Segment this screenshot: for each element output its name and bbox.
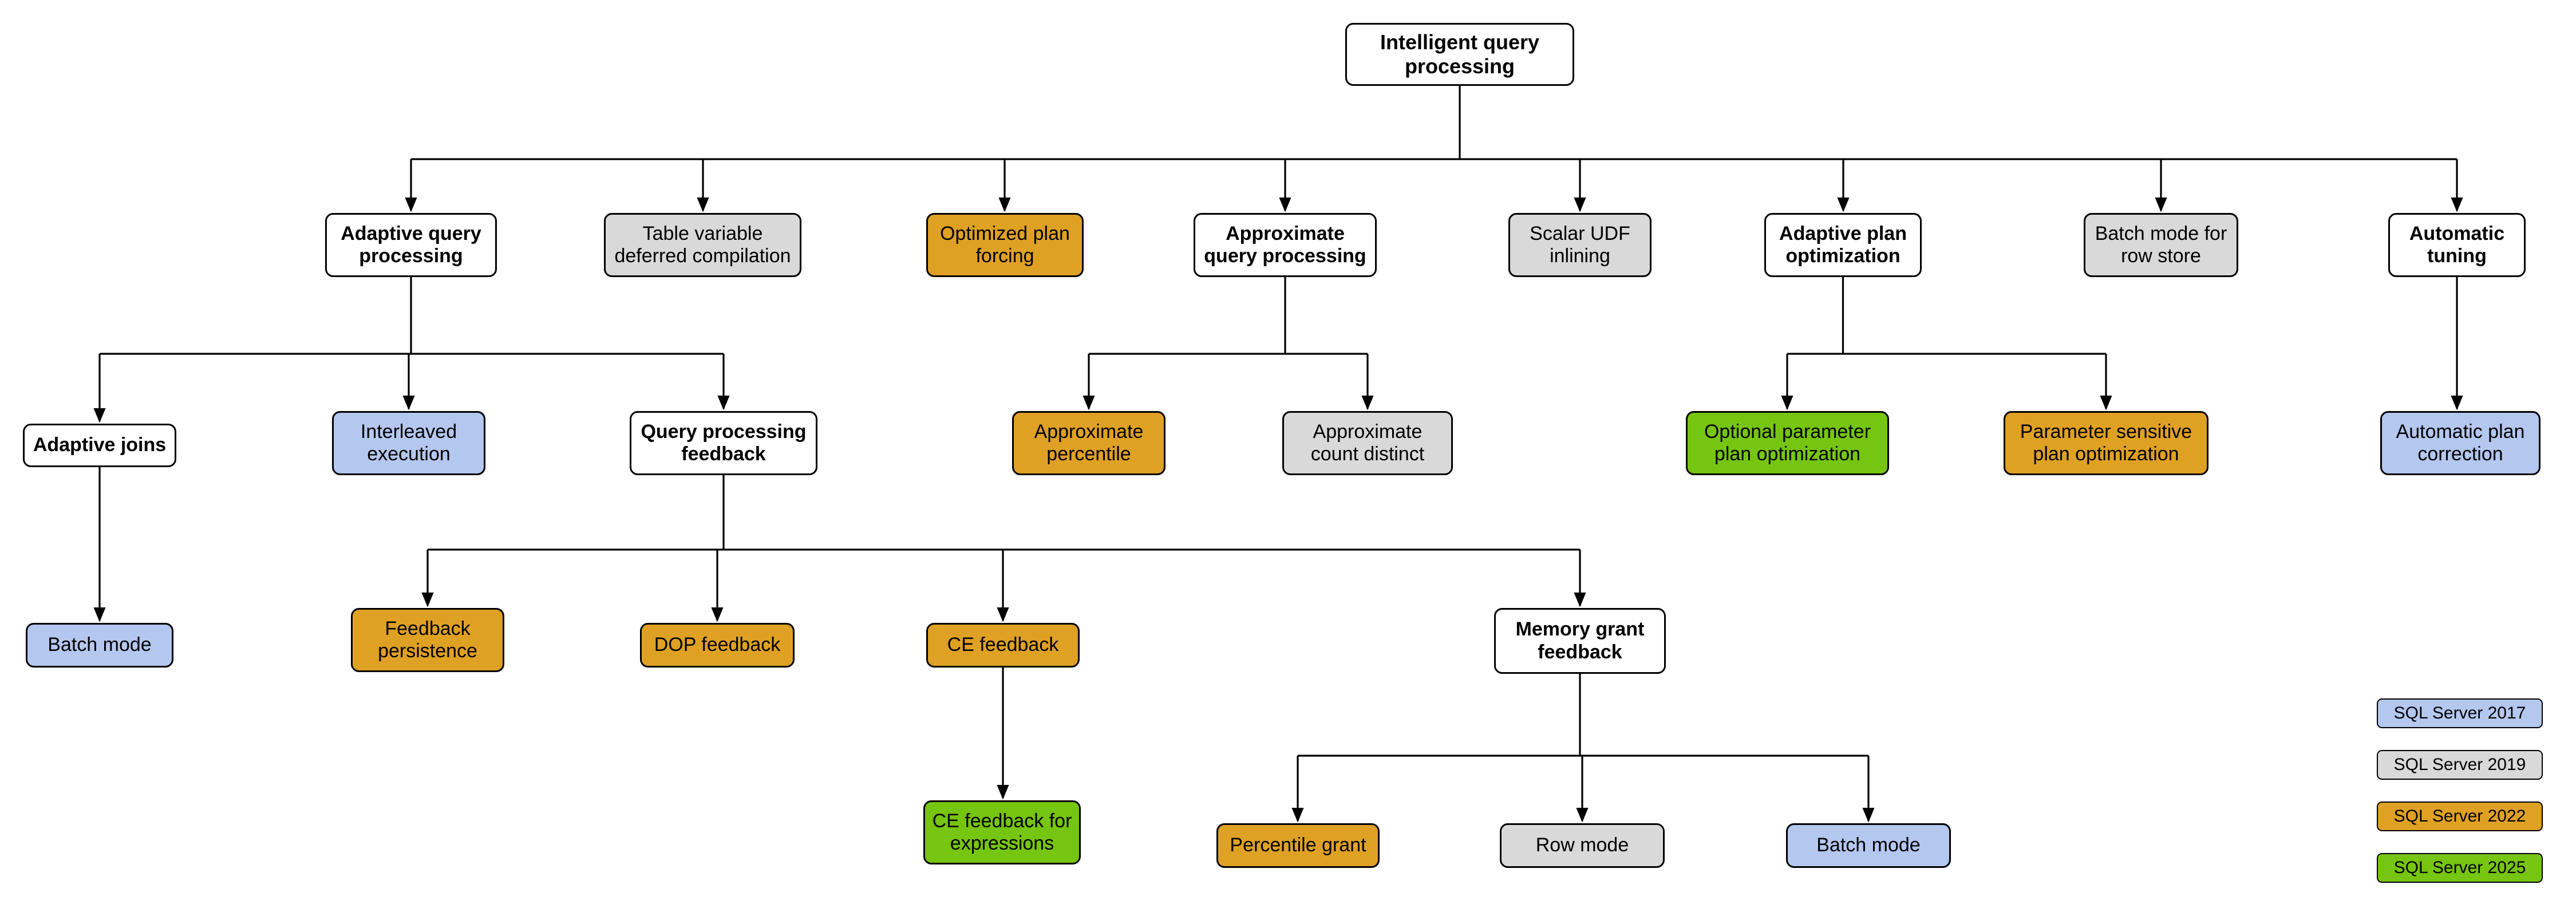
node-autotune[interactable]: Automatic tuning [2388, 213, 2526, 277]
node-rowmode[interactable]: Row mode [1500, 823, 1665, 868]
node-pspo[interactable]: Parameter sensitive plan optimization [2004, 411, 2208, 475]
node-qpf[interactable]: Query processing feedback [630, 411, 817, 475]
node-pctgrant[interactable]: Percentile grant [1216, 823, 1380, 868]
node-dopfb[interactable]: DOP feedback [640, 623, 795, 668]
node-batchmode1[interactable]: Batch mode [26, 623, 173, 668]
node-sudf[interactable]: Scalar UDF inlining [1508, 213, 1652, 277]
node-apc[interactable]: Automatic plan correction [2380, 411, 2541, 475]
node-apo[interactable]: Adaptive plan optimization [1764, 213, 1922, 277]
legend-item-green: SQL Server 2025 [2377, 853, 2543, 883]
legend-item-gray: SQL Server 2019 [2377, 750, 2543, 780]
node-batchmode2[interactable]: Batch mode [1786, 823, 1951, 868]
legend-item-blue: SQL Server 2017 [2377, 698, 2543, 728]
node-opf[interactable]: Optimized plan forcing [926, 213, 1084, 277]
node-fbpersist[interactable]: Feedback persistence [351, 608, 504, 672]
node-cefbexpr[interactable]: CE feedback for expressions [923, 800, 1081, 864]
node-tvdc[interactable]: Table variable deferred compilation [604, 213, 801, 277]
node-oppo[interactable]: Optional parameter plan optimization [1686, 411, 1889, 475]
node-adaptjoins[interactable]: Adaptive joins [23, 424, 176, 467]
node-acd[interactable]: Approximate count distinct [1282, 411, 1453, 475]
node-aqpx[interactable]: Approximate query processing [1194, 213, 1377, 277]
node-mgf[interactable]: Memory grant feedback [1494, 608, 1666, 674]
node-apct[interactable]: Approximate percentile [1012, 411, 1165, 475]
legend-item-orange: SQL Server 2022 [2377, 802, 2543, 831]
node-root[interactable]: Intelligent query processing [1345, 23, 1574, 86]
node-interleaved[interactable]: Interleaved execution [332, 411, 485, 475]
node-cefb[interactable]: CE feedback [926, 623, 1080, 668]
node-aqp[interactable]: Adaptive query processing [325, 213, 497, 277]
node-bmrs[interactable]: Batch mode for row store [2084, 213, 2238, 277]
